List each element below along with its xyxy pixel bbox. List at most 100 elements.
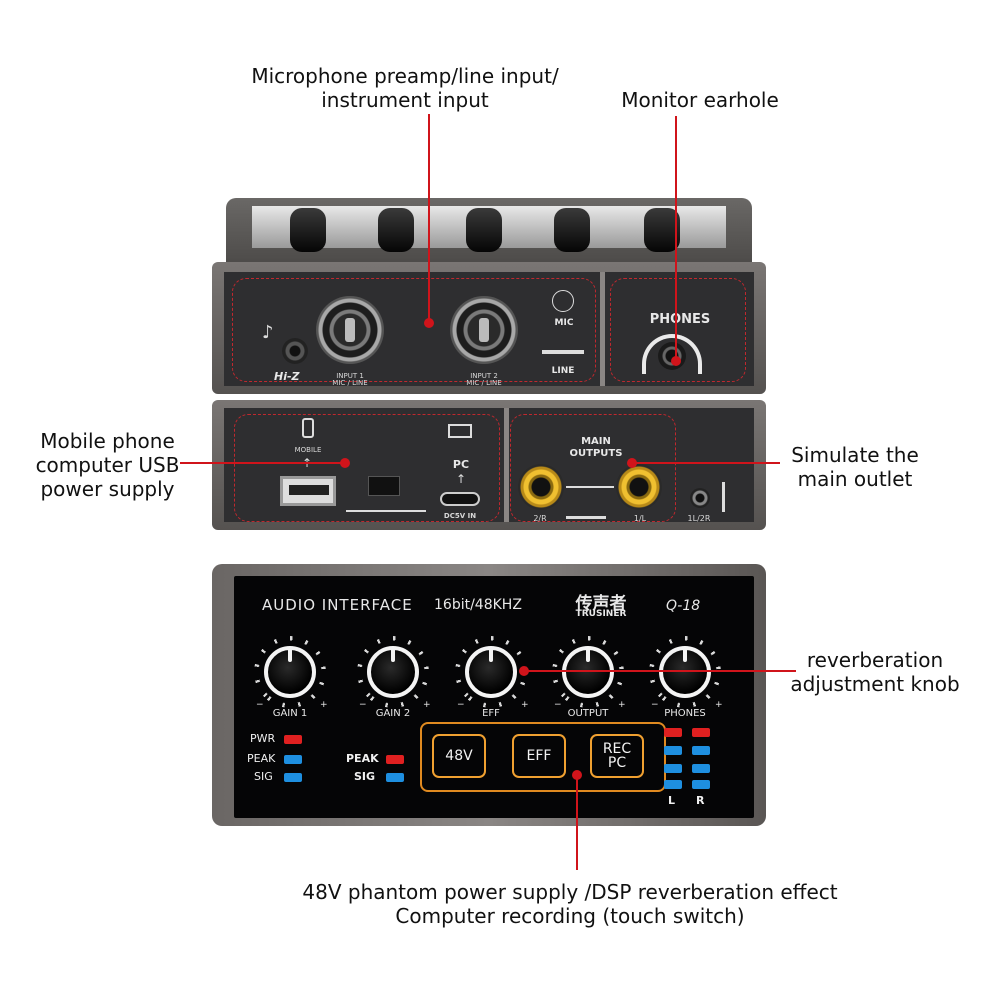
front-title: AUDIO INTERFACE	[262, 596, 413, 614]
eff-minus: −	[457, 700, 465, 710]
mobile-phone-icon	[302, 418, 314, 438]
phones-label: PHONES	[649, 312, 711, 327]
front-panel-unit: AUDIO INTERFACE 16bit/48KHZ 传声者 TRUSINER…	[212, 564, 766, 826]
led-sig2-label: SIG	[354, 770, 376, 783]
input-2-combo-jack[interactable]	[450, 296, 518, 364]
meter-r-label: R	[696, 794, 705, 807]
led-peak1	[284, 755, 302, 764]
leader-main-outlet	[632, 462, 780, 464]
top-knob-4	[554, 208, 590, 252]
rear-bottom-divider	[504, 408, 509, 522]
gain1-knob[interactable]	[264, 646, 316, 698]
model-label: Q-18	[666, 598, 701, 614]
aux-out-jack[interactable]	[690, 488, 710, 508]
power-source-switch[interactable]	[368, 476, 400, 496]
outputs-dashed-zone	[510, 414, 676, 522]
trs-symbol-icon	[542, 350, 584, 354]
phones-knob[interactable]	[659, 646, 711, 698]
leader-usb-power	[180, 462, 342, 464]
rear-top-unit: ♪ Hi-Z INPUT 1 MIC / LINE INPUT 2 MIC / …	[212, 198, 766, 394]
output-label: OUTPUT	[567, 708, 609, 719]
leader-reverb-knob-dot	[519, 666, 529, 676]
eff-plus: +	[521, 700, 529, 710]
phones-plus: +	[715, 700, 723, 710]
callout-usb-power-line2: computer USB	[35, 453, 180, 477]
meter-r-2	[692, 746, 710, 755]
meter-l-1	[664, 728, 682, 737]
output-minus: −	[554, 700, 562, 710]
usb-a-port[interactable]	[280, 476, 336, 506]
callout-touch-switch: 48V phantom power supply /DSP reverberat…	[250, 880, 890, 928]
line-label: LINE	[551, 366, 575, 376]
callout-usb-power-line3: power supply	[40, 477, 175, 501]
mobile-label: MOBILE	[294, 446, 322, 454]
phones-minus: −	[651, 700, 659, 710]
power-dashed-zone	[234, 414, 500, 522]
callout-touch-switch-line1: 48V phantom power supply /DSP reverberat…	[302, 880, 838, 904]
gain2-knob[interactable]	[367, 646, 419, 698]
input-1-combo-jack[interactable]	[316, 296, 384, 364]
guitar-icon: ♪	[262, 322, 274, 343]
eff-button[interactable]: EFF	[512, 734, 566, 778]
eff-knob[interactable]	[465, 646, 517, 698]
rec-pc-button[interactable]: REC PC	[590, 734, 644, 778]
leader-main-outlet-dot	[627, 458, 637, 468]
brand-name: TRUSINER	[575, 609, 627, 619]
switch-position-marks	[346, 500, 426, 512]
pc-arrow-icon: ↑	[456, 472, 467, 486]
leader-monitor-dot	[671, 356, 681, 366]
touch-buttons-outline	[420, 722, 666, 792]
led-peak2-label: PEAK	[346, 752, 379, 765]
pc-label: PC	[452, 458, 470, 471]
output-plus: +	[618, 700, 626, 710]
callout-monitor: Monitor earhole	[621, 88, 779, 112]
headphone-icon	[642, 334, 702, 374]
callout-mic-preamp: Microphone preamp/line input/ instrument…	[200, 64, 610, 112]
meter-r-1	[692, 728, 710, 737]
48v-button[interactable]: 48V	[432, 734, 486, 778]
output-knob[interactable]	[562, 646, 614, 698]
gain1-minus: −	[256, 700, 264, 710]
leader-usb-power-dot	[340, 458, 350, 468]
gain1-plus: +	[320, 700, 328, 710]
led-peak1-label: PEAK	[247, 752, 276, 765]
meter-l-3	[664, 764, 682, 773]
hiz-jack[interactable]	[282, 338, 308, 364]
callout-main-outlet-line2: main outlet	[797, 467, 913, 491]
leader-monitor	[675, 116, 677, 360]
rear-top-divider	[600, 272, 605, 386]
main-outputs-line2: OUTPUTS	[569, 448, 623, 459]
out-1l2r-label: 1L/2R	[687, 514, 711, 523]
rec-pc-line1: REC	[602, 741, 632, 757]
callout-main-outlet: Simulate the main outlet	[775, 443, 935, 491]
laptop-icon	[448, 424, 472, 438]
leader-touch-switch-dot	[572, 770, 582, 780]
dc-label: DC5V IN	[443, 512, 477, 520]
leader-mic-preamp	[428, 114, 430, 322]
meter-l-4	[664, 780, 682, 789]
xlr-symbol-icon	[552, 290, 574, 312]
gain2-plus: +	[423, 700, 431, 710]
main-outputs-label: MAIN OUTPUTS	[556, 436, 636, 460]
phones-knob-label: PHONES	[664, 708, 706, 719]
output-1l-jack[interactable]	[616, 464, 662, 510]
outputs-link-bar	[566, 486, 614, 488]
hiz-label: Hi-Z	[274, 370, 300, 383]
eff-label: EFF	[482, 708, 500, 719]
input-1-label-line1: INPUT 1	[336, 372, 364, 380]
led-peak2	[386, 755, 404, 764]
phones-dashed-zone	[610, 278, 746, 382]
gain2-minus: −	[359, 700, 367, 710]
callout-reverb-knob: reverberation adjustment knob	[780, 648, 970, 696]
mic-label: MIC	[554, 318, 574, 328]
led-sig1-label: SIG	[254, 770, 273, 783]
input-2-label-line1: INPUT 2	[470, 372, 498, 380]
output-2r-jack[interactable]	[518, 464, 564, 510]
out-1l-label: 1/L	[633, 514, 647, 523]
top-knob-2	[378, 208, 414, 252]
out-2r-label: 2/R	[533, 514, 547, 523]
gain2-label: GAIN 2	[375, 708, 411, 719]
inputs-dashed-zone	[232, 278, 596, 382]
callout-reverb-knob-line1: reverberation	[806, 648, 944, 672]
usb-c-port[interactable]	[440, 492, 480, 506]
